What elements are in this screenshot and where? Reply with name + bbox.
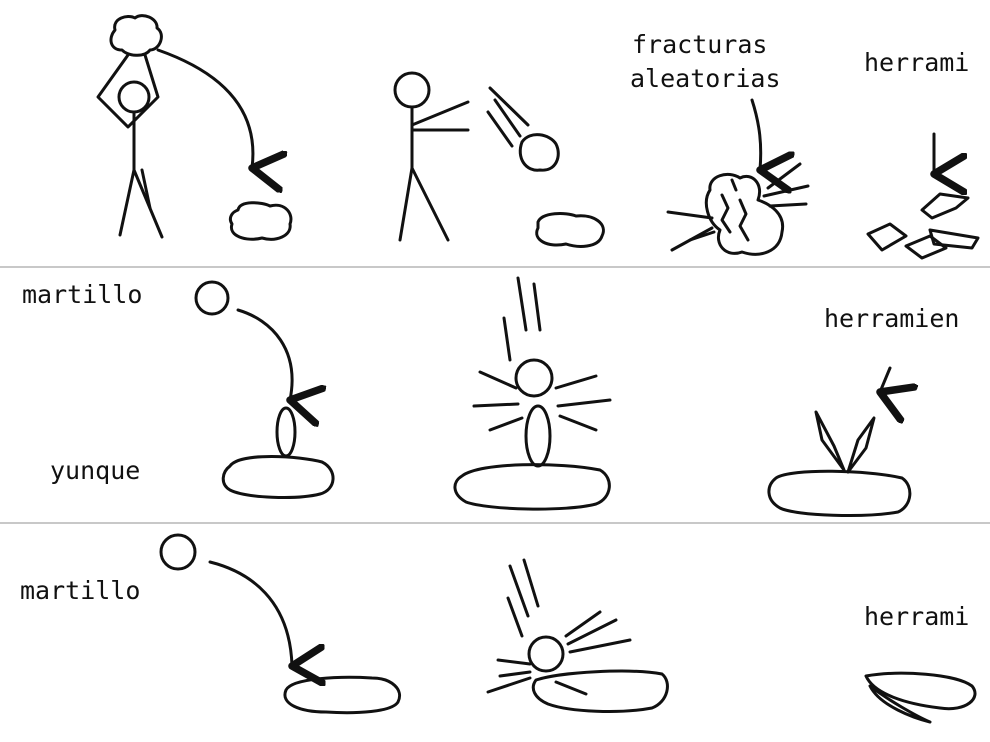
row-divider-2: [0, 522, 990, 524]
row1-panel4-tools: [866, 132, 980, 260]
anvil-icon: [453, 463, 611, 511]
hammerstone-icon: [159, 533, 197, 571]
label-yunque: yunque: [50, 456, 141, 485]
hammerstone-icon: [514, 358, 554, 398]
row2-panel2-strike: [453, 276, 612, 511]
stick-head: [393, 71, 431, 109]
hammerstone-icon: [527, 635, 565, 673]
anvil-icon: [221, 455, 335, 499]
core-icon: [275, 406, 297, 458]
flake-icon: [868, 684, 932, 724]
label-martillo-row2: martillo: [22, 280, 143, 309]
ground-rock-icon: [228, 201, 293, 241]
fracturing-rock-icon: [704, 173, 785, 256]
row1-panel1-thrower: [96, 14, 293, 241]
strike-arrow: [236, 308, 292, 400]
stick-head: [117, 80, 151, 114]
anvil-icon: [767, 469, 912, 517]
label-herramientas-row3: herrami: [864, 602, 970, 631]
core-icon: [524, 404, 552, 468]
label-herramientas-row2: herramien: [824, 304, 960, 333]
row2-panel1-hammer-anvil: [194, 280, 335, 499]
throw-arrow: [156, 48, 253, 168]
pointer-arrow: [750, 98, 761, 170]
flake-icon: [864, 671, 977, 711]
row1-panel2-thrower: [393, 71, 605, 248]
pointer-arrow: [880, 366, 890, 392]
label-fracturas: fracturas: [632, 30, 768, 59]
flake-icon: [814, 410, 846, 472]
row3-panel2-strike: [486, 558, 669, 713]
core-icon: [531, 669, 669, 713]
ground-rock-icon: [535, 212, 605, 248]
row3-panel1-hammer-core: [159, 533, 401, 715]
flake-icon: [846, 416, 876, 474]
flake-icon: [920, 192, 970, 220]
flake-icon: [866, 222, 908, 252]
label-martillo-row3: martillo: [20, 576, 141, 605]
flake-icon: [904, 234, 948, 260]
label-aleatorias: aleatorias: [630, 64, 781, 93]
row-divider-1: [0, 266, 990, 268]
row2-panel3-tools: [767, 366, 912, 517]
flake-icon: [928, 228, 980, 250]
hammerstone-icon: [194, 280, 230, 316]
row1-panel3-fracture: [666, 98, 810, 256]
label-herramientas-row1: herrami: [864, 48, 970, 77]
strike-arrow: [208, 560, 292, 666]
row3-panel3-tools: [864, 671, 977, 724]
core-icon: [283, 675, 401, 715]
flying-rock-icon: [518, 133, 560, 172]
stick-arms-raised: [96, 53, 160, 129]
held-rock-icon: [109, 14, 163, 57]
